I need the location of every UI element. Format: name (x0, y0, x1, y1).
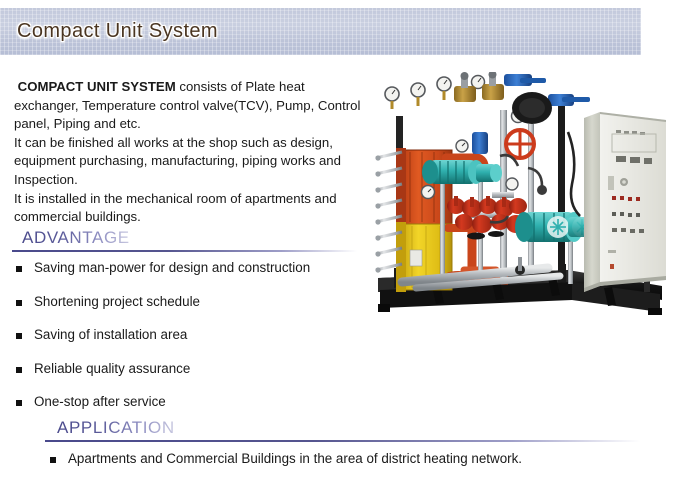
application-divider (45, 440, 640, 442)
product-photo (372, 72, 668, 316)
square-bullet-icon (16, 299, 22, 306)
page-header-bar: Compact Unit System (0, 8, 641, 55)
square-bullet-icon (50, 457, 56, 463)
square-bullet-icon (16, 366, 22, 373)
pressure-gauge (410, 82, 426, 106)
list-item-label: One-stop after service (34, 394, 166, 409)
list-item-label: Apartments and Commercial Buildings in t… (68, 451, 523, 466)
list-item-label: Reliable quality assurance (34, 360, 191, 376)
panel-indicators (608, 130, 657, 269)
square-bullet-icon (16, 400, 22, 406)
intro-line1: consists of Plate heat exchanger, Temper… (14, 79, 361, 132)
list-item: Shortening project schedule (16, 294, 346, 309)
list-item: Apartments and Commercial Buildings in t… (50, 451, 630, 466)
square-bullet-icon (16, 266, 22, 272)
pressure-gauge (505, 177, 519, 191)
pump-upper (422, 160, 502, 184)
temperature-control-valve (482, 72, 504, 100)
pump-lower (515, 212, 592, 242)
list-item-label: Saving of installation area (34, 327, 188, 342)
lever-handle (489, 153, 544, 224)
butterfly-valve-actuator (548, 94, 590, 106)
application-heading: APPLICATION (57, 418, 175, 437)
application-list: Apartments and Commercial Buildings in t… (50, 451, 630, 466)
gauges-and-valves (384, 72, 590, 275)
list-item-label: Shortening project schedule (34, 293, 201, 309)
intro-line2: It can be finished all works at the shop… (14, 134, 341, 187)
butterfly-valve-actuator (472, 132, 488, 154)
control-panel (584, 112, 666, 292)
handwheel (504, 128, 536, 160)
intro-line3: It is installed in the mechanical room o… (14, 190, 337, 225)
pressure-gauge (384, 86, 400, 109)
pressure-gauge (436, 76, 452, 100)
list-item: Saving man-power for design and construc… (16, 260, 346, 275)
page-title: Compact Unit System (17, 20, 218, 42)
main-valve-body (512, 92, 552, 124)
list-item-label: Saving man-power for design and construc… (34, 260, 311, 275)
intro-paragraph: COMPACT UNIT SYSTEM consists of Plate he… (14, 78, 369, 227)
list-item: One-stop after service (16, 394, 346, 409)
power-cable (566, 131, 581, 217)
advantage-divider (12, 250, 357, 252)
pressure-gauge (420, 184, 436, 200)
application-heading-block: APPLICATION (45, 418, 640, 442)
butterfly-valve-actuator (504, 74, 546, 86)
square-bullet-icon (16, 333, 22, 339)
pressure-gauge (455, 139, 469, 153)
pressure-gauge (470, 74, 486, 90)
advantage-list: Saving man-power for design and construc… (16, 260, 346, 428)
intro-lead: COMPACT UNIT SYSTEM (17, 79, 176, 94)
list-item: Saving of installation area (16, 327, 346, 342)
advantage-heading: ADVANTAGE (22, 228, 130, 247)
list-item: Reliable quality assurance (16, 361, 346, 376)
advantage-heading-block: ADVANTAGE (12, 228, 357, 252)
temperature-control-valve (454, 72, 476, 102)
